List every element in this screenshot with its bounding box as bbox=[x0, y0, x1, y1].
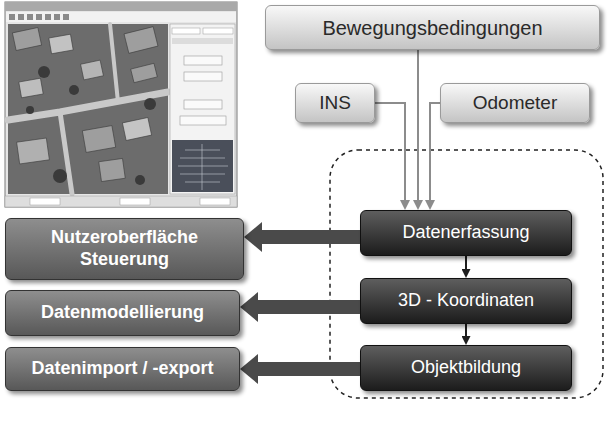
connector-arrow bbox=[262, 230, 360, 244]
process-box: Objektbildung bbox=[360, 345, 572, 391]
process-box: 3D - Koordinaten bbox=[360, 278, 572, 324]
module-box: Datenimport / -export bbox=[5, 347, 240, 391]
box-label: Datenerfassung bbox=[402, 222, 529, 244]
module-box: Nutzeroberfläche Steuerung bbox=[5, 218, 244, 280]
box-label: 3D - Koordinaten bbox=[398, 290, 534, 312]
condition-box: Bewegungsbedingungen bbox=[265, 5, 600, 50]
connector-arrow bbox=[417, 50, 419, 200]
box-label: Objektbildung bbox=[411, 357, 521, 379]
connector-arrow bbox=[375, 103, 405, 200]
box-label: Datenmodellierung bbox=[41, 302, 204, 324]
box-label: Datenimport / -export bbox=[31, 358, 213, 380]
box-label: INS bbox=[319, 92, 351, 115]
box-label: Odometer bbox=[473, 92, 557, 115]
connector-arrow bbox=[258, 362, 360, 376]
process-box: Datenerfassung bbox=[360, 210, 572, 256]
connector-arrow bbox=[465, 256, 467, 269]
module-box: Datenmodellierung bbox=[5, 290, 240, 336]
sensor-box: INS bbox=[295, 83, 375, 123]
software-screenshot bbox=[5, 2, 237, 207]
connector-arrow bbox=[430, 103, 440, 200]
dashed-region bbox=[330, 150, 603, 398]
box-label: Nutzeroberfläche Steuerung bbox=[14, 227, 235, 270]
box-label: Bewegungsbedingungen bbox=[322, 16, 542, 40]
connector-arrow bbox=[465, 324, 467, 336]
sensor-box: Odometer bbox=[440, 83, 590, 123]
connector-arrow bbox=[258, 300, 360, 314]
